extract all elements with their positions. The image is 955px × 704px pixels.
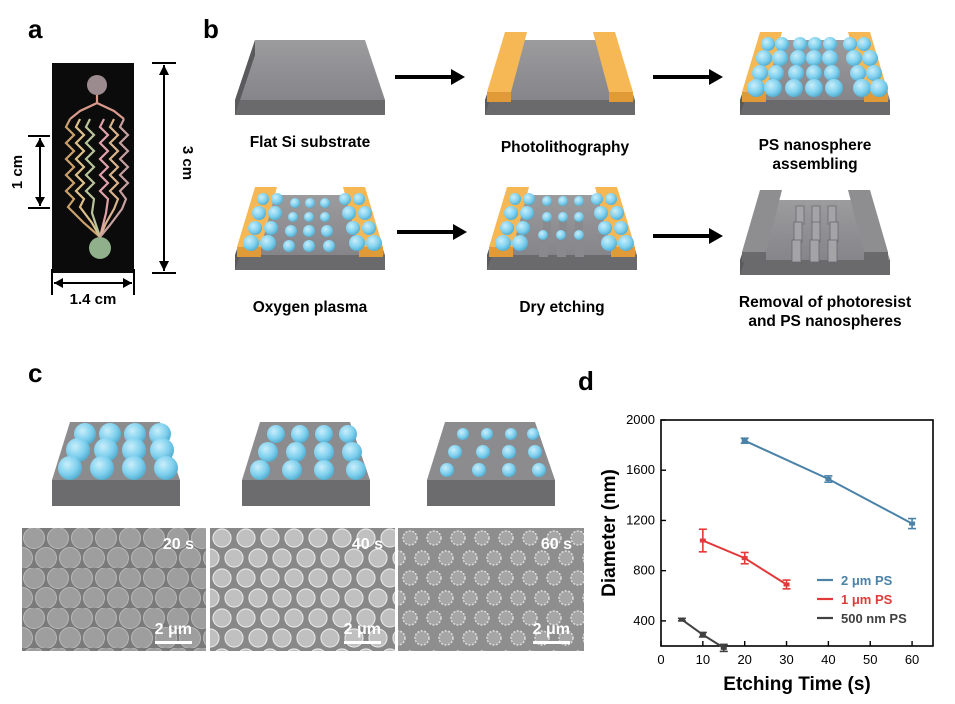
data-point (720, 645, 727, 650)
x-tick-label: 60 (905, 652, 919, 667)
panel-label-d: d (578, 366, 594, 396)
x-tick-label: 30 (779, 652, 793, 667)
data-point (909, 521, 916, 526)
step-6-caption: Removal of photoresist and PS nanosphere… (715, 293, 935, 331)
panel-label-a: a (28, 14, 43, 44)
panel-a-figure: 3 cm 1 cm 1.4 cm (9, 62, 196, 308)
step-3-caption: PS nanosphere assembling (715, 136, 915, 174)
data-point (783, 582, 790, 587)
x-axis-label: Etching Time (s) (723, 674, 870, 695)
scale-label-20s: 2 μm (154, 621, 192, 638)
y-tick-label: 400 (633, 613, 655, 628)
chip-channels (64, 95, 130, 238)
step-4-caption: Oxygen plasma (252, 299, 368, 316)
height-label: 3 cm (179, 146, 196, 180)
chip-inlet (87, 75, 107, 95)
step-6-removal (740, 190, 890, 275)
step-1-flat-substrate (235, 40, 385, 115)
sem-time-label-60s: 60 s (540, 536, 572, 553)
plot-frame (660, 419, 934, 647)
sem-image-20s: 20 s 2 μm (22, 528, 206, 651)
sem-image-60s: 60 s 2 μm (398, 528, 584, 651)
step-5-caption: Dry etching (519, 299, 605, 316)
chip-outlet (89, 237, 111, 259)
legend-label: 2 μm PS (841, 573, 893, 588)
schematic-40s (242, 422, 370, 506)
arrow-2 (653, 69, 723, 85)
data-point (741, 438, 748, 443)
y-tick-label: 2000 (626, 412, 655, 427)
sem-time-label-40s: 40 s (351, 536, 383, 553)
panel-label-c: c (28, 358, 43, 388)
step-2-photolithography (485, 32, 635, 115)
y-tick-label: 1200 (626, 512, 655, 527)
step-5-dry-etching (487, 187, 637, 270)
width-label: 1.4 cm (70, 291, 117, 308)
arrow-4 (653, 228, 723, 244)
data-point (825, 477, 832, 482)
legend-label: 500 nm PS (841, 611, 907, 626)
y-tick-label: 1600 (626, 462, 655, 477)
step-3-caption-line2: assembling (772, 156, 858, 173)
sem-image-40s: 40 s 2 μm (210, 528, 395, 651)
schematic-60s (427, 422, 555, 506)
step-3-ps-assembly (740, 32, 890, 115)
step-4-oxygen-plasma (235, 187, 385, 270)
step-2-caption: Photolithography (500, 139, 630, 156)
panel-label-b: b (203, 14, 219, 44)
scale-label-40s: 2 μm (343, 621, 381, 638)
x-tick-label: 50 (863, 652, 877, 667)
legend-label: 1 μm PS (841, 592, 893, 607)
step-6-caption-line2: and PS nanospheres (748, 313, 902, 330)
data-point (741, 556, 748, 561)
panel-b-figure (235, 32, 890, 275)
data-point (678, 617, 685, 622)
sem-time-label-20s: 20 s (162, 536, 194, 553)
data-point (699, 538, 706, 543)
scale-bar-60s: 2 μm (532, 621, 570, 644)
step-3-caption-line1: PS nanosphere (758, 137, 872, 154)
arrow-1 (395, 69, 465, 85)
x-tick-label: 10 (696, 652, 710, 667)
scale-bar-20s: 2 μm (154, 621, 192, 644)
y-tick-label: 800 (633, 563, 655, 578)
inner-label: 1 cm (9, 155, 26, 189)
data-point (699, 632, 706, 637)
x-tick-label: 40 (821, 652, 835, 667)
x-tick-label: 20 (737, 652, 751, 667)
schematic-20s (52, 422, 180, 506)
y-axis-label: Diameter (nm) (599, 469, 620, 597)
step-6-caption-line1: Removal of photoresist (738, 294, 912, 311)
arrow-3 (397, 224, 467, 240)
scale-bar-40s: 2 μm (343, 621, 381, 644)
x-tick-label: 0 (657, 652, 664, 667)
scale-label-60s: 2 μm (532, 621, 570, 638)
panel-c-schematics (52, 422, 555, 506)
step-1-caption: Flat Si substrate (249, 134, 371, 151)
